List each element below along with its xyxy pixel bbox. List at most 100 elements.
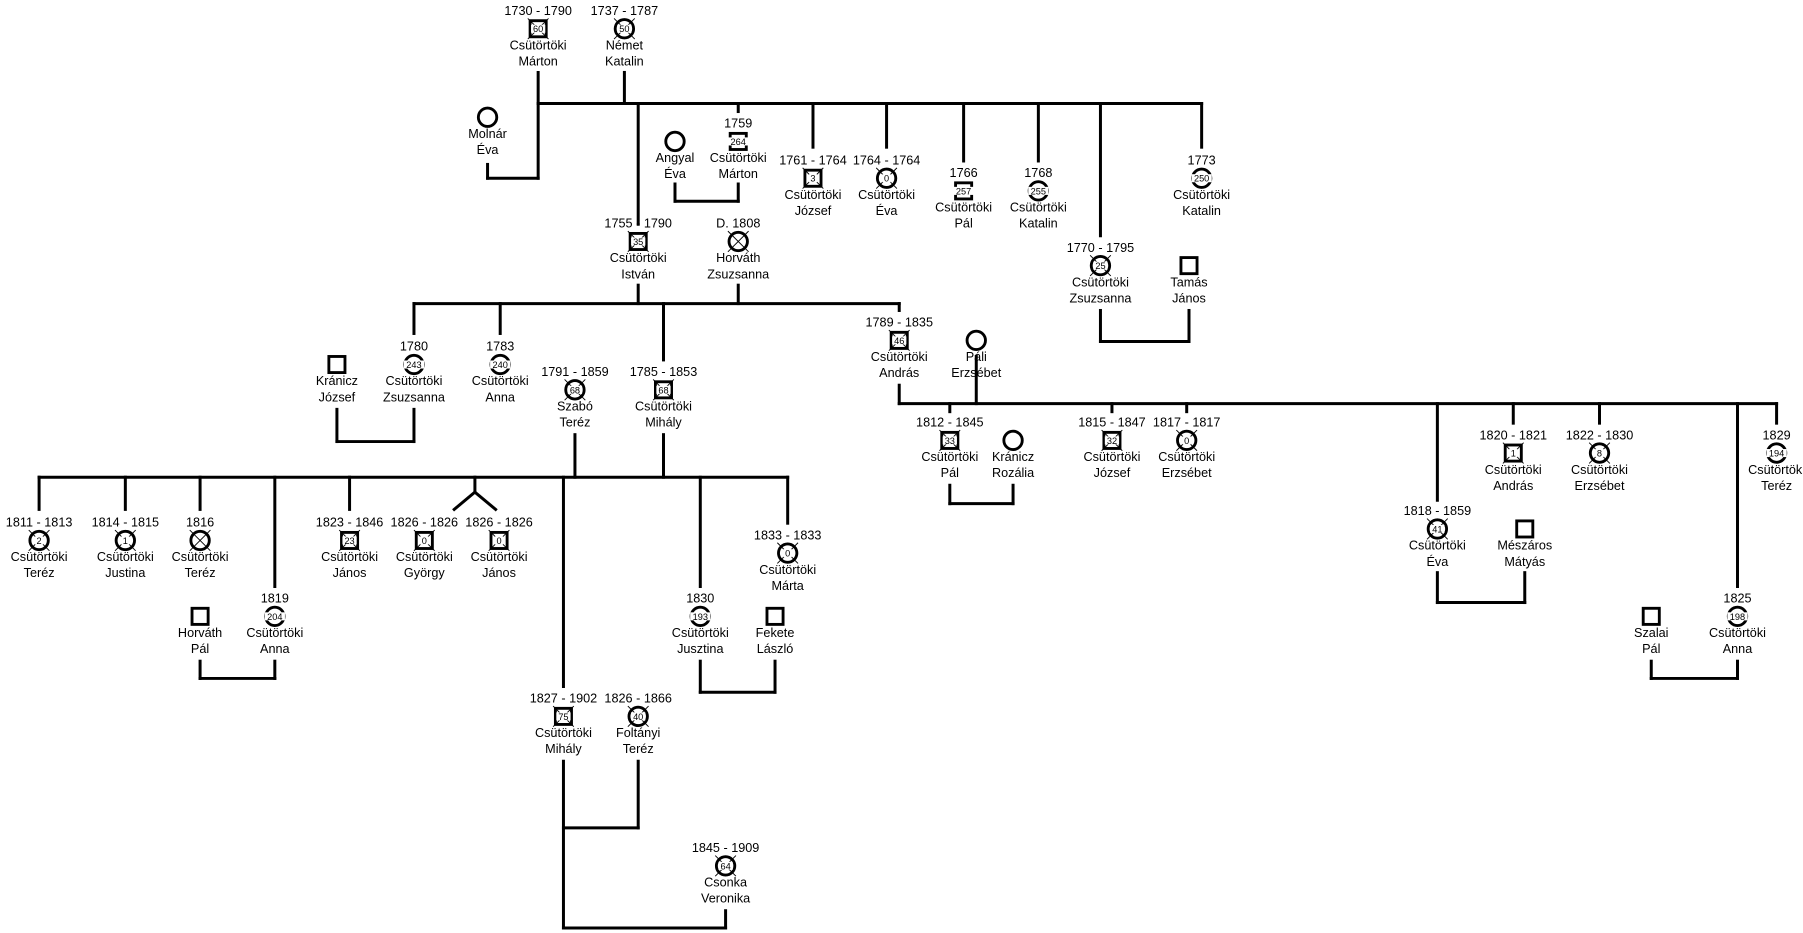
person-surname: Horváth (716, 251, 761, 266)
person-dates: 1737 - 1787 (590, 4, 659, 19)
svg-text:1: 1 (1511, 449, 1516, 459)
person-dates: 1773 (1187, 154, 1216, 168)
person-given-name: Teréz (559, 416, 591, 431)
person-surname: Csütörtöki (1071, 275, 1129, 290)
person-dates: 1770 - 1795 (1066, 241, 1135, 256)
person-dates: 1814 - 1815 (91, 516, 160, 531)
person-surname: Csütörtöki (858, 188, 916, 203)
person-given-name: Veronika (700, 892, 751, 907)
person-given-name: Pál (954, 217, 973, 232)
person-given-name: Katalin (1019, 217, 1058, 232)
person-surname: Csütörtöki (935, 201, 993, 216)
person-given-name: Teréz (1761, 479, 1793, 494)
person-given-name: Pál (940, 466, 959, 481)
person-dates: 1825 (1723, 592, 1752, 606)
svg-text:40: 40 (633, 712, 643, 722)
person-surname: Csütörtöki (1709, 626, 1766, 641)
person-surname: Kránicz (991, 450, 1035, 465)
person-given-name: Márton (518, 55, 558, 69)
person-dates: 1816 (185, 516, 215, 531)
female-circle-icon (189, 529, 211, 552)
male-square-icon: 1 (1502, 442, 1524, 464)
person-given-name: János (332, 566, 367, 581)
person-dates: 1730 - 1790 (504, 4, 572, 19)
svg-text:68: 68 (658, 385, 668, 395)
svg-text:0: 0 (884, 174, 889, 184)
male-square-icon (765, 606, 785, 626)
female-circle-icon: 2 (28, 529, 50, 552)
person-dates: 1764 - 1764 (852, 154, 921, 168)
person-surname: Kránicz (315, 374, 359, 389)
person-given-name: Erzsébet (951, 366, 1002, 381)
svg-text:0: 0 (785, 549, 790, 559)
person-given-name: Pál (1642, 642, 1661, 657)
person-given-name: József (318, 390, 356, 405)
person-dates: 1822 - 1830 (1565, 428, 1634, 443)
person-given-name: Jusztina (677, 642, 724, 657)
person-dates: 1845 - 1909 (691, 841, 760, 856)
female-circle-icon: 41 (1426, 518, 1449, 540)
female-circle-icon (664, 130, 686, 153)
person-surname: Csonka (704, 876, 748, 891)
male-square-icon: 264 (728, 131, 749, 151)
svg-text:75: 75 (558, 712, 568, 722)
person-surname: Csütörtöki (921, 450, 979, 465)
person-given-name: Mihály (545, 742, 582, 757)
male-square-icon: 257 (953, 181, 974, 201)
male-square-icon (1179, 256, 1199, 276)
female-circle-icon: 40 (627, 705, 649, 728)
svg-text:68: 68 (570, 385, 580, 395)
person-surname: Fekete (755, 626, 795, 641)
female-circle-icon (965, 329, 987, 352)
svg-text:32: 32 (1107, 436, 1117, 446)
person-given-name: János (1172, 292, 1206, 306)
